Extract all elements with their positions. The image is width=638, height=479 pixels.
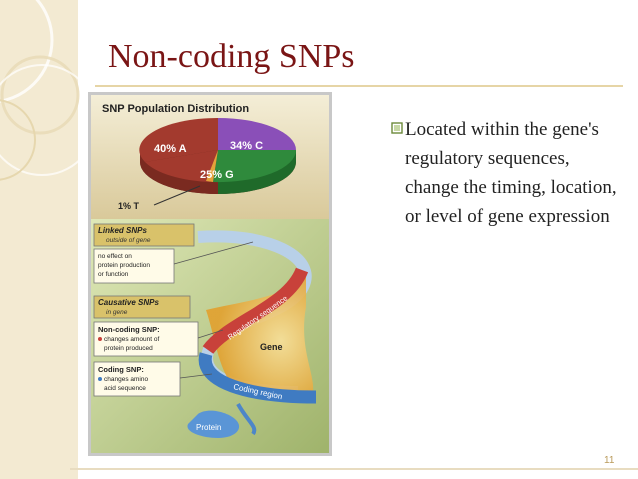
svg-text:protein produced: protein produced	[104, 345, 153, 352]
causative-snps-box: Causative SNPs in gene	[93, 295, 191, 319]
svg-text:Linked SNPs: Linked SNPs	[98, 226, 147, 235]
figure-heading: SNP Population Distribution	[102, 103, 249, 115]
gene-label: Gene	[260, 342, 283, 352]
protein-blob	[187, 410, 240, 438]
snp-figure: SNP Population Distribution 40% A 34% C …	[88, 92, 332, 456]
svg-text:or function: or function	[98, 271, 129, 278]
gene-diagram: Regulatory sequence Gene Coding region P…	[187, 230, 317, 438]
pie-slice-a	[139, 117, 218, 162]
svg-text:Coding SNP:: Coding SNP:	[98, 365, 144, 374]
svg-text:protein production: protein production	[98, 262, 150, 269]
svg-text:outside of gene: outside of gene	[106, 237, 151, 244]
svg-text:changes amount of: changes amount of	[104, 336, 159, 343]
pie-label-c: 34% C	[230, 140, 263, 152]
pie-label-g: 25% G	[200, 169, 234, 181]
pie-label-a: 40% A	[154, 143, 187, 155]
pie-chart: 40% A 34% C 25% G 1% T	[118, 117, 297, 211]
svg-text:Causative SNPs: Causative SNPs	[98, 298, 159, 307]
pie-label-t: 1% T	[118, 201, 140, 211]
noncoding-snp-box: Non-coding SNP: changes amount of protei…	[93, 321, 224, 357]
bullet-item: Located within the gene's regulatory seq…	[391, 115, 620, 231]
svg-text:no effect on: no effect on	[98, 253, 132, 260]
linked-snps-box: Linked SNPs outside of gene no effect on…	[93, 223, 254, 284]
protein-label: Protein	[196, 423, 221, 432]
pie-slice-g	[213, 150, 297, 183]
bullet-text: Located within the gene's regulatory seq…	[405, 119, 617, 227]
slide-title: Non-coding SNPs	[108, 38, 355, 75]
footer-rule	[70, 468, 638, 470]
svg-text:Non-coding SNP:: Non-coding SNP:	[98, 325, 160, 334]
title-underline	[95, 85, 623, 87]
svg-text:changes amino: changes amino	[104, 376, 148, 383]
coding-snp-box: Coding SNP: changes amino acid sequence	[93, 361, 213, 397]
page-number: 11	[604, 455, 615, 466]
svg-text:in gene: in gene	[106, 309, 128, 316]
checkbox-bullet-icon	[391, 122, 403, 134]
pie-slice-t	[206, 150, 218, 182]
svg-text:acid sequence: acid sequence	[104, 385, 146, 392]
pie-slice-c	[218, 118, 296, 150]
